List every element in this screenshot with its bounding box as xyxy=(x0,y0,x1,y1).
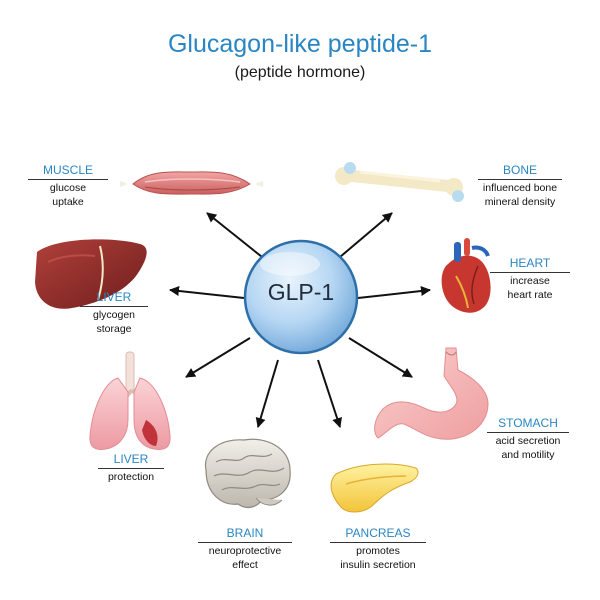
label-liver-glycogen: LIVER glycogen storage xyxy=(80,290,148,335)
arrow-brain xyxy=(255,359,279,428)
label-brain: BRAIN neuroprotective effect xyxy=(198,526,292,571)
organ-effect-line: protection xyxy=(107,471,155,483)
organ-effect-line: neuroprotective xyxy=(208,545,282,557)
organ-effect-line: effect xyxy=(232,559,258,571)
pancreas-icon xyxy=(330,463,419,513)
organ-effect-line: heart rate xyxy=(507,289,553,301)
arrow-lungs xyxy=(185,337,251,378)
organ-effect-line: and motility xyxy=(501,449,555,461)
organ-name: LIVER xyxy=(80,290,148,307)
organ-name: HEART xyxy=(490,256,570,273)
organ-effect-line: influenced bone xyxy=(482,182,558,194)
heart-icon xyxy=(441,238,491,313)
organ-name: PANCREAS xyxy=(330,526,426,543)
organ-effect-line: increase xyxy=(510,275,550,287)
label-liver-protection: LIVER protection xyxy=(98,452,164,483)
organ-effect-line: glycogen xyxy=(92,309,136,321)
organ-name: BONE xyxy=(478,163,562,180)
arrow-stomach xyxy=(348,337,413,378)
arrow-heart xyxy=(357,286,431,299)
organ-effect-line: glucose xyxy=(49,182,87,194)
arrow-bone xyxy=(339,212,393,258)
label-bone: BONE influenced bone mineral density xyxy=(478,163,562,208)
arrows xyxy=(169,212,431,428)
organ-name: BRAIN xyxy=(198,526,292,543)
glp1-hub xyxy=(243,239,359,355)
hub-label: GLP-1 xyxy=(267,279,335,305)
label-pancreas: PANCREAS promotes insulin secretion xyxy=(330,526,426,571)
stomach-icon xyxy=(374,347,489,440)
label-muscle: MUSCLE glucose uptake xyxy=(28,163,108,208)
organ-effect-line: uptake xyxy=(52,196,84,208)
organ-effect-line: acid secretion xyxy=(495,435,561,447)
organ-name: LIVER xyxy=(98,452,164,469)
bone-icon xyxy=(335,162,464,202)
label-stomach: STOMACH acid secretion and motility xyxy=(487,416,569,461)
organ-name: MUSCLE xyxy=(28,163,108,180)
organ-effect-line: insulin secretion xyxy=(340,559,416,571)
arrow-muscle xyxy=(206,212,263,258)
diagram-title: Glucagon-like peptide-1 xyxy=(167,30,433,58)
organ-effect-line: storage xyxy=(96,323,132,335)
organ-effect-line: promotes xyxy=(356,545,400,557)
arrow-liver xyxy=(169,285,245,299)
lungs-icon xyxy=(89,351,171,450)
organ-name: STOMACH xyxy=(487,416,569,433)
liver-icon xyxy=(35,239,147,309)
muscle-icon xyxy=(120,171,263,195)
organ-effect-line: mineral density xyxy=(484,196,556,208)
brain-icon xyxy=(204,438,291,509)
diagram-subtitle: (peptide hormone) xyxy=(234,64,366,81)
hub-highlight xyxy=(260,252,320,276)
label-heart: HEART increase heart rate xyxy=(490,256,570,301)
arrow-pancreas xyxy=(317,359,342,428)
